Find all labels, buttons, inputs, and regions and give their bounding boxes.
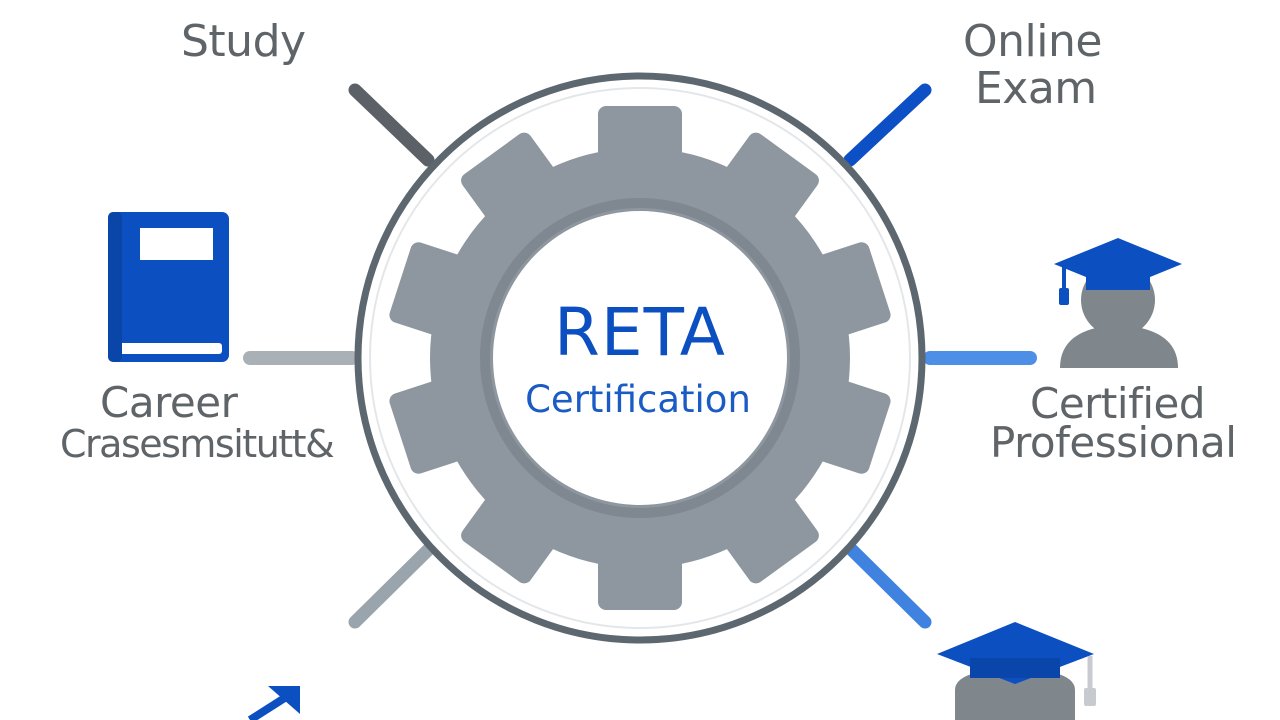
inner-ring	[369, 87, 911, 629]
book-icon	[108, 212, 229, 362]
spoke-online-exam	[843, 83, 932, 167]
label-online-exam-line2: Exam	[975, 63, 1097, 114]
graduation-cap-icon	[937, 622, 1096, 720]
spoke-bottom-left	[348, 543, 435, 629]
label-career-line1: Career	[100, 378, 238, 427]
center-title: RETA	[554, 294, 726, 371]
spoke-bottom-right	[845, 543, 932, 629]
spoke-study	[348, 83, 435, 167]
label-certified-line1: Certified	[1030, 379, 1206, 428]
gear-icon	[389, 106, 891, 610]
label-career-line2: Crasesmsitutt&	[60, 422, 335, 466]
graduate-icon	[1054, 238, 1182, 368]
center-subtitle: Certification	[525, 378, 751, 421]
arrow-up-right-icon	[247, 686, 300, 720]
label-study: Study	[181, 16, 306, 67]
label-online-exam-line1: Online	[963, 16, 1102, 67]
label-certified-line2: Professional	[990, 418, 1237, 467]
